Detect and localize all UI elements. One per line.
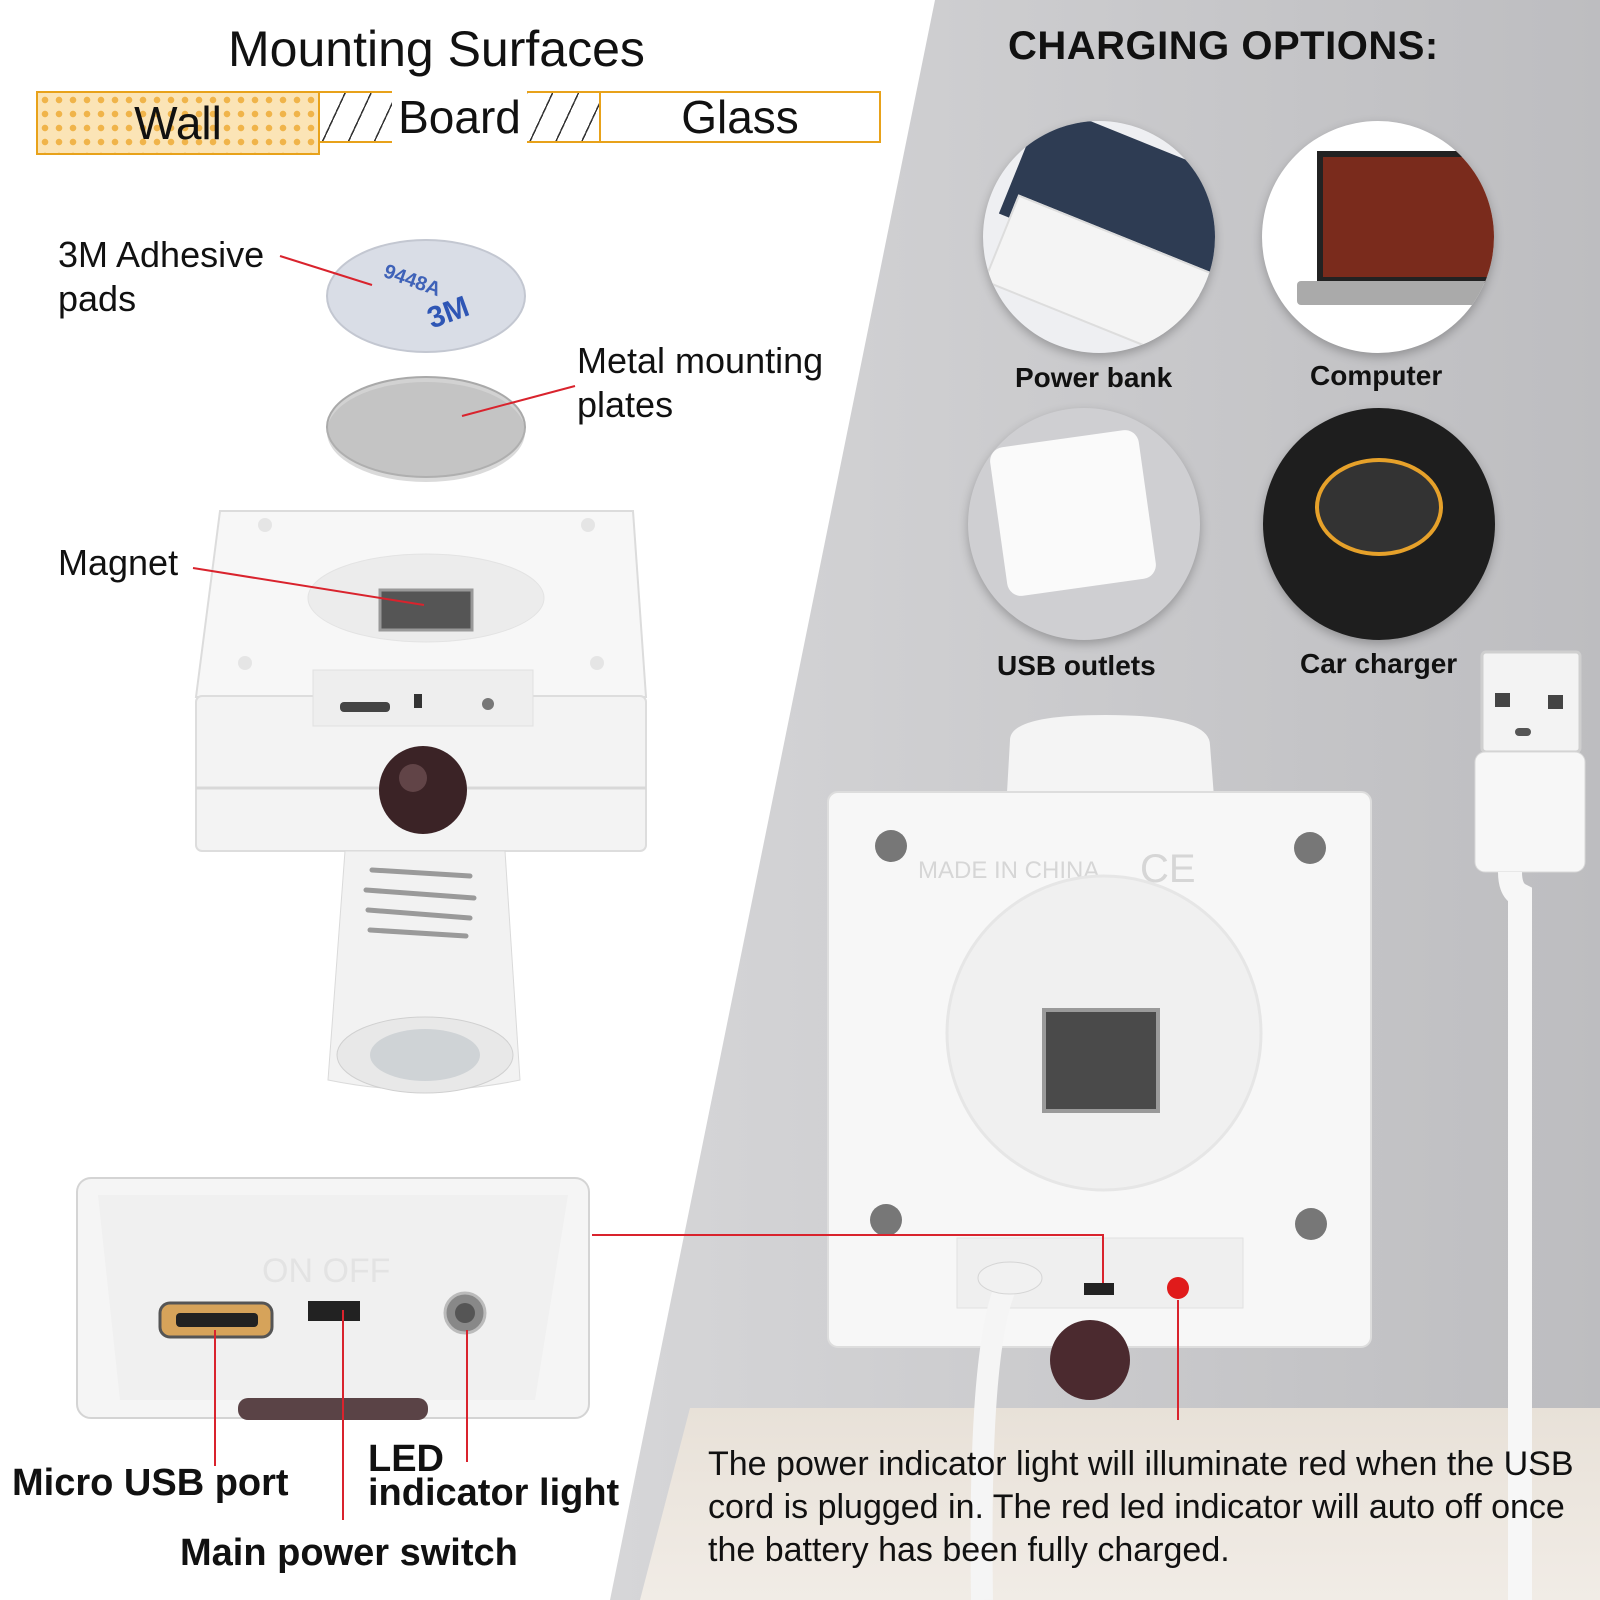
adhesive-label-line1: 3M Adhesive	[58, 234, 265, 275]
surface-board: Board	[318, 90, 601, 144]
surface-glass: Glass	[599, 91, 881, 143]
magnet-label: Magnet	[58, 542, 179, 583]
option-usb-outlets: USB outlets	[997, 650, 1156, 681]
surface-wall-label: Wall	[134, 97, 222, 149]
callout-lines	[192, 255, 576, 1520]
adhesive-pad-image: 9448A 3M	[326, 239, 526, 353]
power-bank-image	[983, 121, 1215, 353]
device-illustration: 9448A 3M ON OFF	[76, 239, 648, 1520]
option-computer: Computer	[1310, 360, 1443, 391]
surface-board-label: Board	[392, 90, 527, 144]
usb-outlet-image	[968, 408, 1200, 640]
charging-note: The power indicator light will illuminat…	[708, 1445, 1574, 1569]
computer-image	[1262, 121, 1494, 353]
led-label-line1: LED	[368, 1438, 444, 1480]
surface-wall: Wall	[36, 91, 320, 155]
mounting-title: Mounting Surfaces	[228, 21, 645, 77]
car-charger-image	[1263, 408, 1495, 640]
metal-plate-label-line2: plates	[577, 384, 674, 425]
option-car-charger: Car charger	[1300, 648, 1458, 679]
metal-plate-label-line1: Metal mounting	[577, 340, 824, 381]
charging-title: CHARGING OPTIONS:	[1008, 24, 1439, 68]
micro-usb-label: Micro USB port	[12, 1462, 289, 1504]
surface-glass-label: Glass	[681, 91, 799, 143]
power-switch-label: Main power switch	[180, 1532, 518, 1574]
adhesive-label-line2: pads	[58, 278, 137, 319]
option-power-bank: Power bank	[1015, 362, 1173, 393]
switch-marking: ON OFF	[262, 1252, 390, 1290]
led-label-line2: indicator light	[368, 1472, 620, 1514]
right-callout-lines	[592, 1234, 1179, 1420]
